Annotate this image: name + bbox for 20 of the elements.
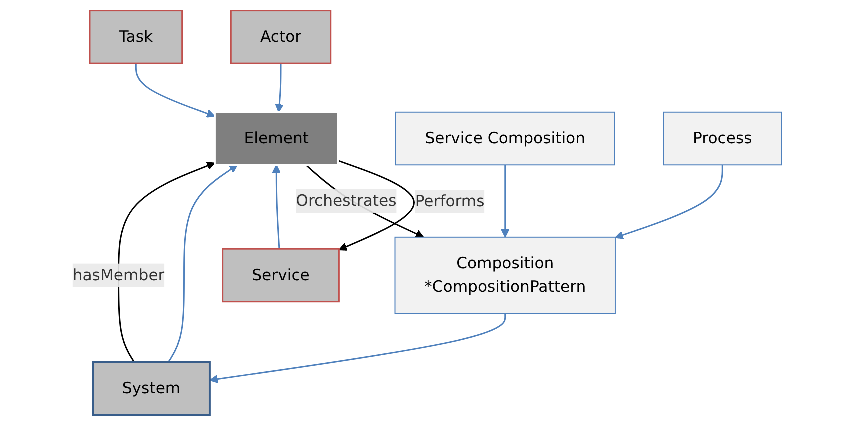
arrow [500, 164, 510, 238]
node-box: Service Composition [395, 111, 616, 166]
arrow [338, 160, 415, 250]
edge-label: hasMember [72, 265, 165, 284]
edge-label: Performs [415, 191, 485, 210]
node-box: Task [89, 10, 183, 64]
arrow [275, 63, 284, 112]
node-box: Service [222, 248, 340, 302]
arrow [168, 164, 238, 362]
node-box: Process [662, 111, 782, 166]
node-box: Actor [230, 10, 332, 64]
arrow [614, 164, 724, 239]
edge-label: Orchestrates [296, 191, 397, 210]
arrow [118, 162, 216, 362]
node-box: Element [214, 110, 340, 166]
arrow [135, 63, 216, 118]
arrow [272, 164, 281, 249]
node-box: System [92, 360, 211, 416]
node-box: Composition *CompositionPattern [394, 236, 616, 314]
arrow [209, 313, 506, 384]
